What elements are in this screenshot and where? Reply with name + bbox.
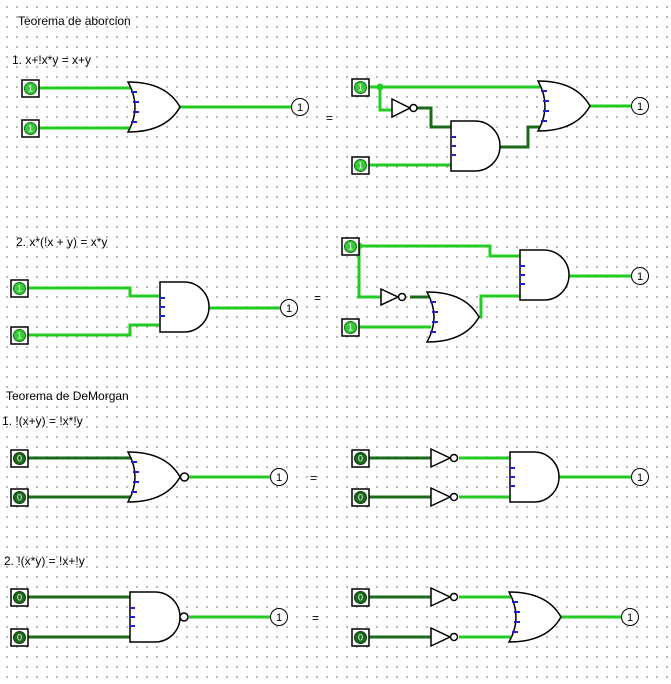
or-gate [425,291,480,343]
demorgan-title: Teorema de DeMorgan [6,389,129,403]
output-pin-dm1-left: 1 [270,468,288,486]
svg-text:1: 1 [637,101,643,113]
output-pin-dm2-left: 1 [270,608,288,626]
input-pin-y-dm2-right[interactable]: 0 [351,628,370,647]
wire [500,125,544,149]
svg-text:1: 1 [17,284,22,294]
svg-text:1: 1 [348,242,353,252]
svg-text:1: 1 [358,161,363,171]
svg-text:0: 0 [358,454,363,464]
input-pin-y-abs1-right[interactable]: 1 [351,156,370,175]
not-gate [430,486,459,508]
not-gate [430,626,459,648]
and-gate [519,249,570,301]
output-pin-abs1-left: 1 [291,98,309,116]
not-gate [430,447,459,469]
input-pin-x-abs1-right[interactable]: 1 [351,78,370,97]
output-pin-abs2-right: 1 [631,267,649,285]
and-gate [159,281,210,333]
svg-text:1: 1 [358,83,363,93]
input-pin-y-abs2-left[interactable]: 1 [10,326,29,345]
nand-gate [129,591,189,643]
and-gate [509,451,560,503]
svg-text:1: 1 [297,102,303,114]
output-pin-abs1-right: 1 [631,97,649,115]
input-pin-x-dm1-right[interactable]: 0 [351,449,370,468]
svg-text:0: 0 [17,493,22,503]
wire [378,87,392,112]
output-pin-dm1-right: 1 [631,468,649,486]
wire [357,246,381,299]
circuit-abs1-right [369,80,632,172]
demorgan-eq-2: 2. !(x*y) = !x+!y [4,554,85,568]
not-gate [380,287,407,307]
input-pin-x-dm2-left[interactable]: 0 [10,588,29,607]
circuit-dm2-left [28,591,271,643]
wire [28,286,160,298]
svg-text:1: 1 [627,612,633,624]
absorption-eq-1: 1. x+!x*y = x+y [12,53,91,67]
equals-sign-3: = [310,471,317,485]
equals-sign-1: = [326,111,333,125]
svg-text:1: 1 [637,271,643,283]
demorgan-eq-1: 1. !(x+y) = !x*!y [2,414,83,428]
wire [28,323,160,337]
input-pin-y-abs1-left[interactable]: 1 [21,119,40,138]
output-pin-dm2-right: 1 [621,608,639,626]
svg-text:1: 1 [17,331,22,341]
svg-text:0: 0 [358,593,363,603]
circuit-dm2-right [369,586,622,648]
or-gate [507,591,562,643]
wire [416,106,454,129]
svg-text:1: 1 [28,124,33,134]
svg-text:1: 1 [28,84,33,94]
input-pin-y-dm1-left[interactable]: 0 [10,488,29,507]
and-gate [450,120,501,172]
equals-sign-4: = [312,611,319,625]
input-pin-y-dm1-right[interactable]: 0 [351,488,370,507]
output-pin-abs2-left: 1 [280,299,298,317]
svg-text:0: 0 [17,454,22,464]
input-pin-x-dm1-left[interactable]: 0 [10,449,29,468]
circuit-abs1-left [39,81,292,133]
svg-text:0: 0 [17,633,22,643]
equals-sign-2: = [314,291,321,305]
circuit-abs2-left [28,281,281,337]
or-gate [536,80,591,132]
circuit-dm1-right [369,447,632,508]
nor-gate [126,451,190,503]
not-gate [391,97,418,119]
svg-text:1: 1 [348,323,353,333]
input-pin-y-dm2-left[interactable]: 0 [10,628,29,647]
absorption-title: Teorema de aborcion [18,14,131,28]
circuit-dm1-left [28,451,271,503]
wire [477,294,521,319]
input-pin-x-dm2-right[interactable]: 0 [351,588,370,607]
input-pin-y-abs2-right[interactable]: 1 [341,318,360,337]
svg-text:1: 1 [276,612,282,624]
circuit-abs2-right [355,242,632,343]
svg-text:1: 1 [286,303,292,315]
svg-text:1: 1 [276,472,282,484]
input-pin-x-abs2-left[interactable]: 1 [10,279,29,298]
or-gate [126,81,181,133]
svg-text:0: 0 [358,493,363,503]
svg-text:1: 1 [637,472,643,484]
svg-text:0: 0 [17,593,22,603]
absorption-eq-2: 2. x*(!x + y) = x*y [16,235,107,249]
input-pin-x-abs2-right[interactable]: 1 [341,237,360,256]
input-pin-x-abs1-left[interactable]: 1 [21,79,40,98]
junction-dot [376,83,384,91]
wire [359,244,521,258]
svg-text:0: 0 [358,633,363,643]
not-gate [430,586,459,608]
